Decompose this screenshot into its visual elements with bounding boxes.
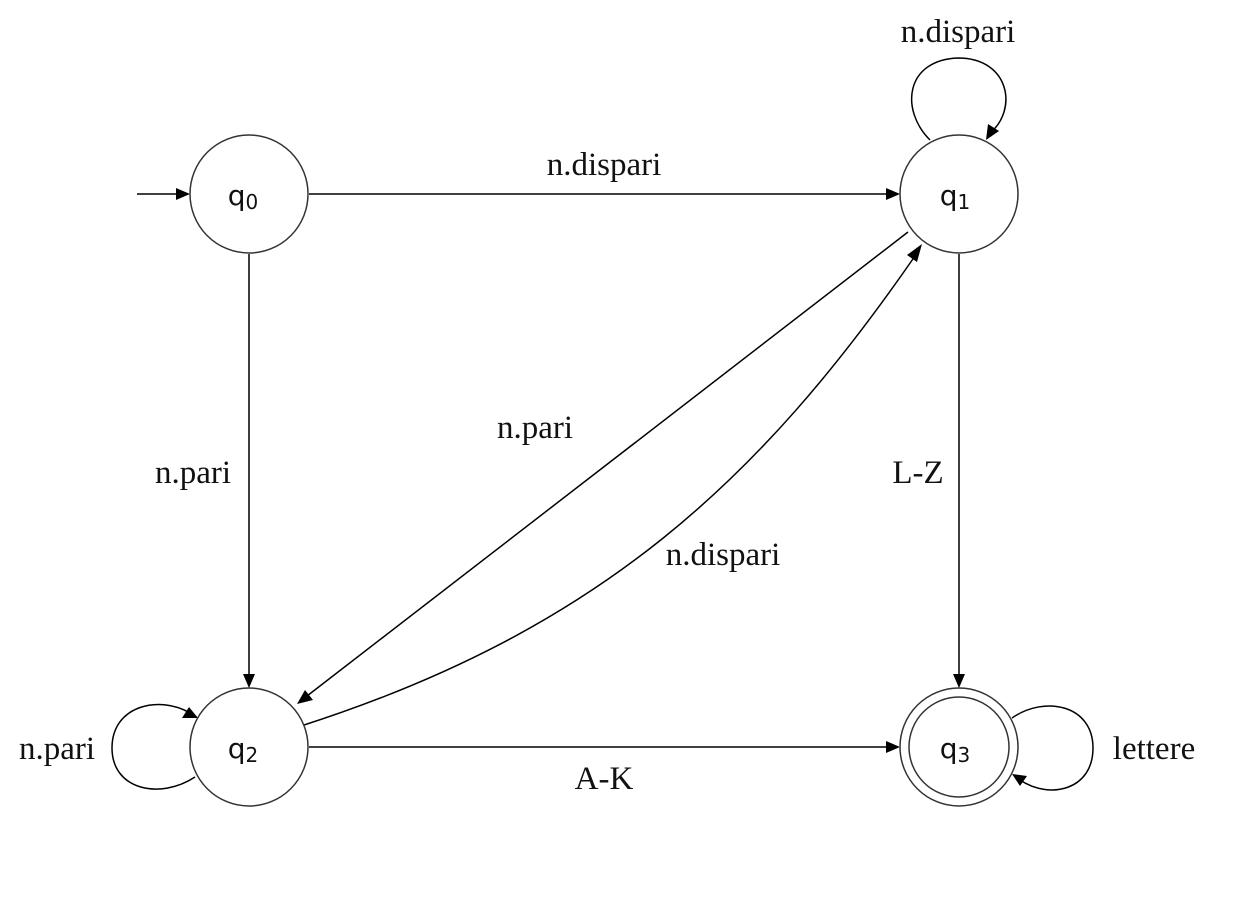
svg-text:q3: q3 xyxy=(940,732,971,767)
state-q3-accepting: q3 xyxy=(899,687,1019,807)
state-q2-label: q xyxy=(228,732,246,765)
edge-q2-q2: n.pari xyxy=(19,703,198,790)
state-q0: q0 xyxy=(189,134,309,254)
state-q0-index: 0 xyxy=(246,190,259,214)
edge-q2-q1: n.dispari xyxy=(300,244,922,727)
edge-q0-q1: n.dispari xyxy=(309,147,900,200)
state-q1: q1 xyxy=(899,134,1019,254)
edge-label-q2-q3: A-K xyxy=(575,761,634,797)
edge-q3-q3: lettere xyxy=(1011,705,1195,791)
state-q2-index: 2 xyxy=(246,743,259,767)
edge-q2-q3: A-K xyxy=(309,741,900,797)
svg-text:q1: q1 xyxy=(940,179,971,214)
edge-label-q2-q2: n.pari xyxy=(19,731,95,767)
state-q0-label: q xyxy=(228,179,246,212)
edge-label-q0-q2: n.pari xyxy=(155,455,231,491)
edge-label-q1-q2: n.pari xyxy=(497,410,573,446)
state-q1-index: 1 xyxy=(958,190,971,214)
initial-arrow xyxy=(137,188,190,200)
state-q1-label: q xyxy=(940,179,958,212)
edge-q1-q3: L-Z xyxy=(892,254,965,688)
edge-q0-q2: n.pari xyxy=(155,254,255,688)
edge-label-q3-q3: lettere xyxy=(1113,731,1195,767)
state-q3-label: q xyxy=(940,732,958,765)
edge-q1-q1: n.dispari xyxy=(901,14,1016,141)
state-q2: q2 xyxy=(189,687,309,807)
edge-label-q1-q3: L-Z xyxy=(892,455,943,491)
edge-q1-q2: n.pari xyxy=(297,231,909,704)
state-q3-index: 3 xyxy=(958,743,971,767)
edge-label-q1-q1: n.dispari xyxy=(901,14,1016,50)
edge-label-q2-q1: n.dispari xyxy=(666,537,781,573)
edge-label-q0-q1: n.dispari xyxy=(547,147,662,183)
svg-text:q0: q0 xyxy=(228,179,259,214)
svg-text:q2: q2 xyxy=(228,732,259,767)
